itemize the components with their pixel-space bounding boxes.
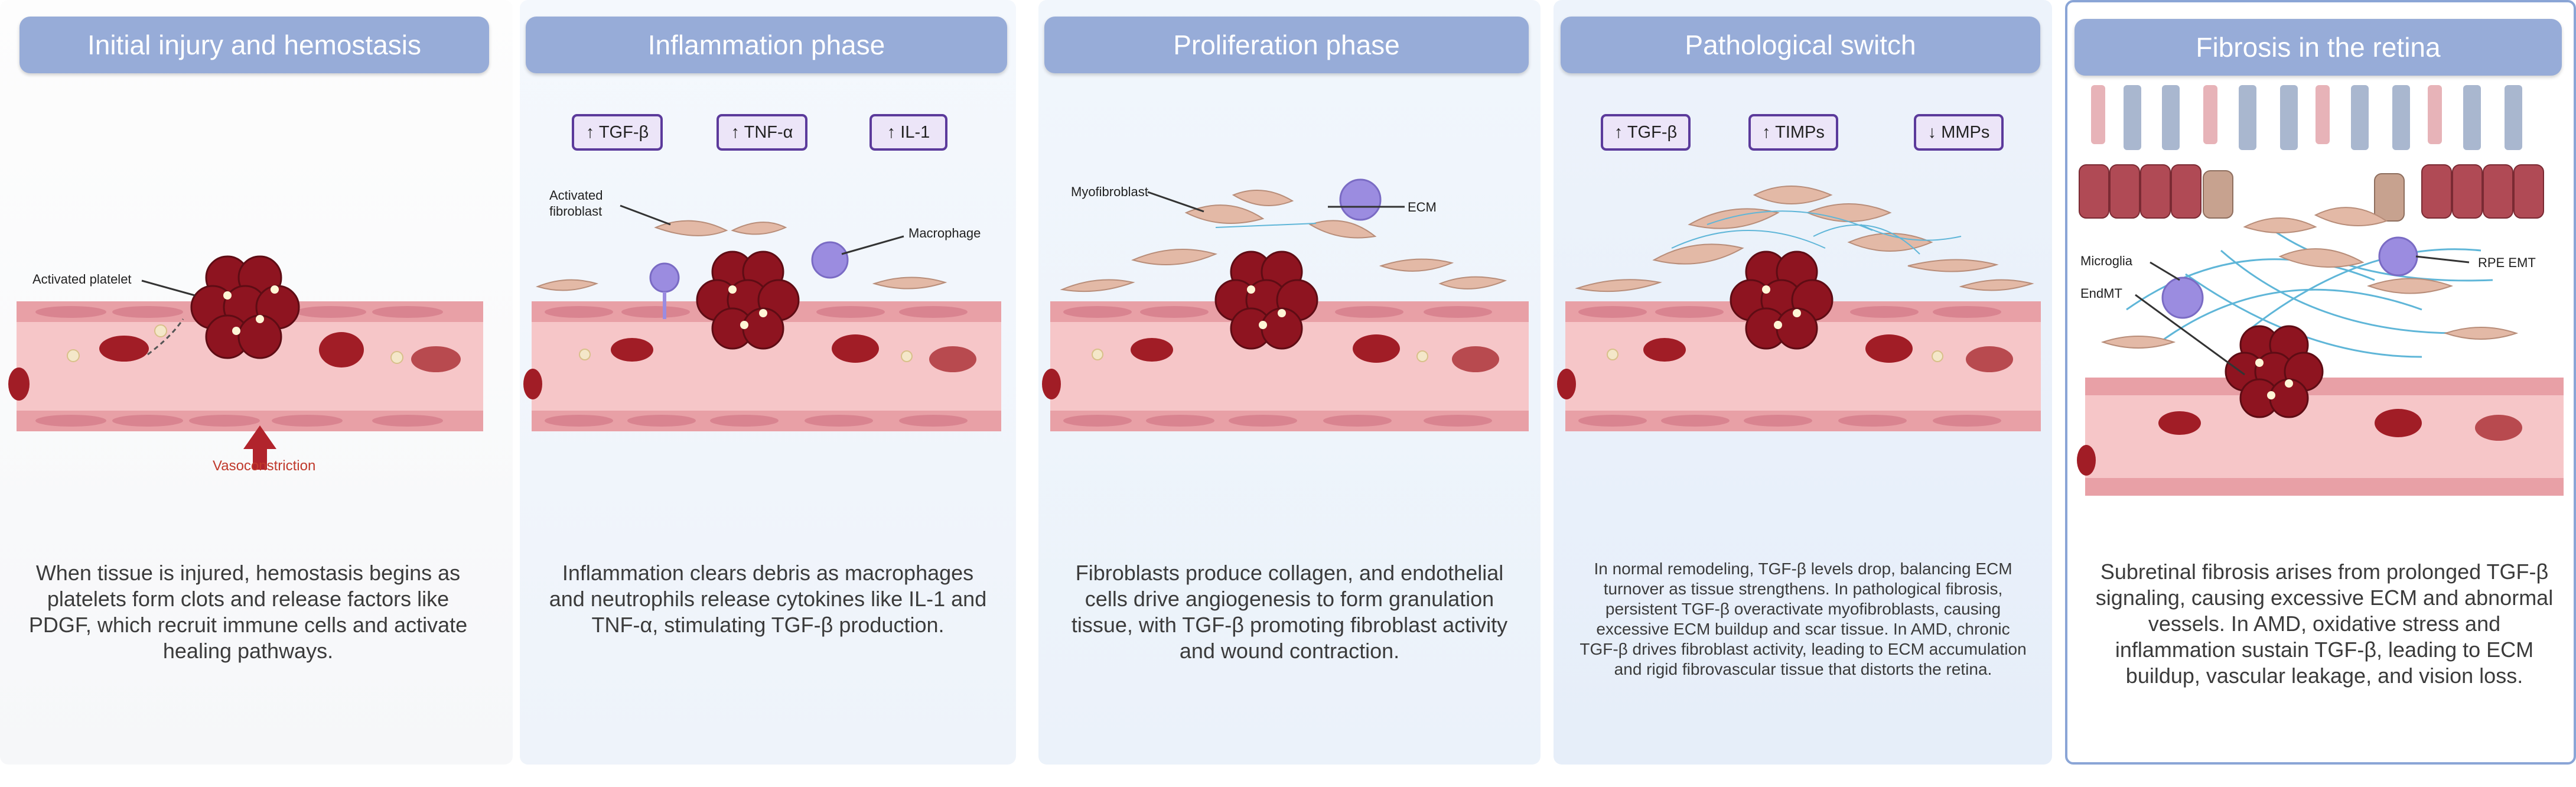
red-blood-cell	[8, 368, 30, 401]
label-activated-fibroblast-line2: fibroblast	[549, 204, 603, 219]
panel-proliferation: Proliferation phase	[1038, 0, 1541, 765]
fibroblast	[535, 279, 599, 291]
clot	[1214, 251, 1318, 350]
label-rpe-emt: RPE EMT	[2478, 255, 2536, 270]
inflammation-illustration	[523, 204, 1001, 431]
hemostasis-illustration	[8, 255, 483, 470]
ecm-fibers	[1671, 210, 1962, 255]
proliferation-illustration	[1042, 178, 1529, 431]
retina-illustration	[2077, 85, 2564, 496]
clot	[696, 251, 800, 350]
platelet	[67, 349, 80, 362]
macrophage	[649, 262, 680, 293]
fibroblast	[731, 222, 787, 235]
vasoconstriction-arrow	[243, 425, 276, 470]
pathological-switch-illustration	[1557, 186, 2041, 431]
label-endmt: EndMT	[2080, 286, 2122, 301]
clot	[190, 255, 300, 359]
panel-inflammation: Inflammation phase ↑ TGF-β ↑ TNF-α ↑ IL-…	[520, 0, 1016, 765]
panel-description: Subretinal fibrosis arises from prolonge…	[2095, 560, 2554, 688]
label-ecm: ECM	[1408, 200, 1437, 214]
badge-timps: ↑ TIMPs	[1748, 114, 1838, 151]
panel-title: Initial injury and hemostasis	[19, 17, 489, 73]
panel-description: Fibroblasts produce collagen, and endoth…	[1071, 561, 1508, 663]
label-myofibroblast: Myofibroblast	[1071, 184, 1148, 199]
panel-title: Pathological switch	[1561, 17, 2040, 73]
activated-fibroblast	[654, 220, 728, 236]
myofibroblast-mass	[1575, 186, 2034, 292]
label-activated-platelet: Activated platelet	[32, 272, 132, 287]
badge-tgf-beta: ↑ TGF-β	[1601, 114, 1691, 151]
badge-tgf-beta: ↑ TGF-β	[572, 114, 663, 151]
pointer-line	[141, 279, 196, 297]
panel-title: Inflammation phase	[526, 17, 1007, 73]
myofibroblast-mass	[2100, 207, 2519, 349]
rpe-emt-cell	[2378, 236, 2418, 277]
clot	[2225, 325, 2324, 418]
microglia	[2161, 277, 2204, 319]
macrophage	[811, 241, 849, 279]
panel-pathological-switch: Pathological switch ↑ TGF-β ↑ TIMPs ↓ MM…	[1554, 0, 2052, 765]
label-vasoconstriction: Vasoconstriction	[213, 458, 316, 474]
panel-description: In normal remodeling, TGF-β levels drop,…	[1580, 560, 2027, 678]
panel-title: Fibrosis in the retina	[2075, 19, 2562, 76]
label-microglia: Microglia	[2080, 253, 2133, 268]
red-blood-cell	[99, 336, 149, 362]
macrophage	[1339, 178, 1382, 221]
badge-il1: ↑ IL-1	[869, 114, 947, 151]
label-activated-fibroblast-line1: Activated	[549, 188, 603, 203]
platelet	[390, 351, 403, 364]
label-macrophage: Macrophage	[908, 226, 981, 240]
platelet	[154, 324, 167, 337]
red-blood-cell	[411, 346, 461, 372]
red-blood-cell	[319, 332, 364, 368]
panel-hemostasis: Initial injury and hemostasis	[0, 0, 513, 765]
badge-mmps: ↓ MMPs	[1914, 114, 2004, 151]
badge-tnf-alpha: ↑ TNF-α	[717, 114, 807, 151]
rpe-layer	[2079, 164, 2544, 219]
clot	[1730, 251, 1834, 350]
photoreceptors	[2091, 85, 2522, 150]
myofibroblast	[1184, 204, 1265, 224]
panel-retina-fibrosis: Fibrosis in the retina	[2065, 0, 2576, 765]
panel-title: Proliferation phase	[1044, 17, 1529, 73]
fibroblast	[872, 277, 947, 290]
panel-description: Inflammation clears debris as macrophage…	[549, 561, 987, 637]
panel-description: When tissue is injured, hemostasis begin…	[28, 561, 468, 663]
